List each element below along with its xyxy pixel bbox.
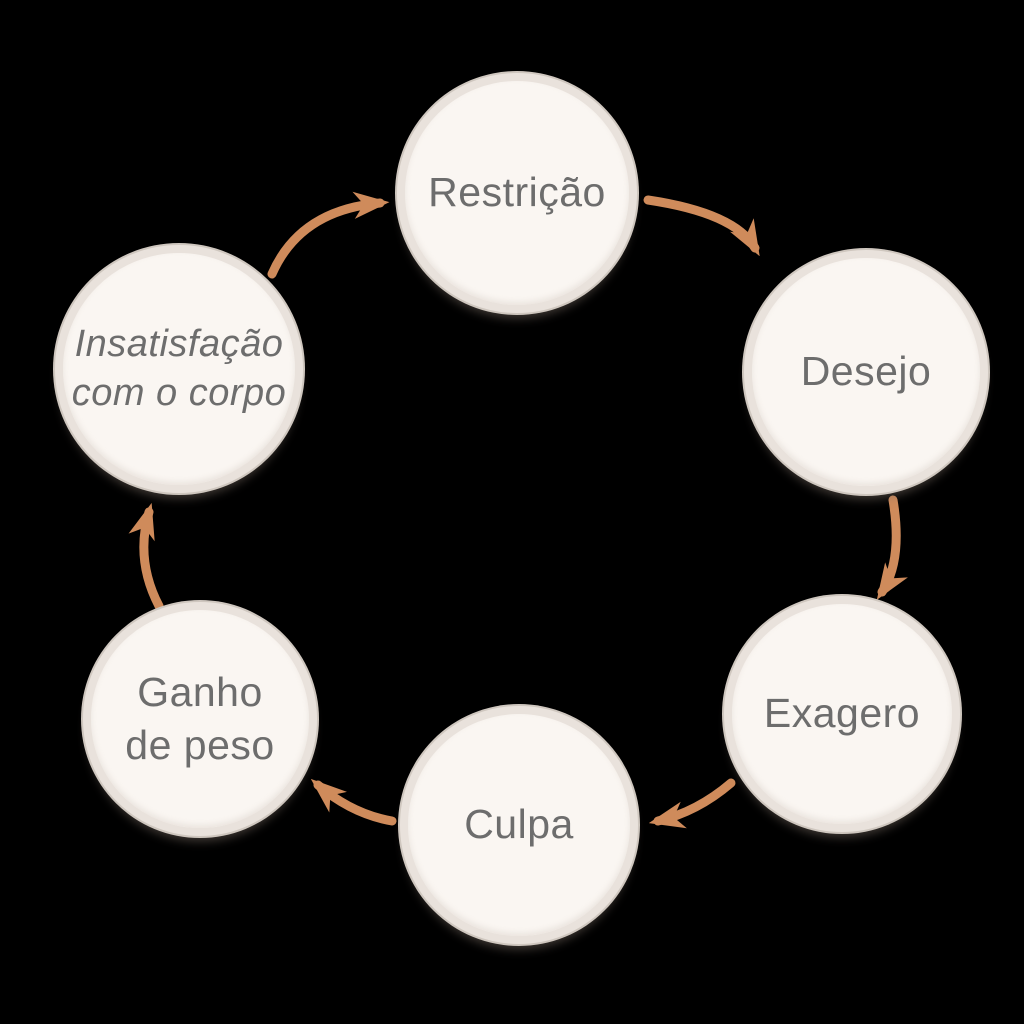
node-exagero-label: Exagero — [763, 690, 921, 737]
node-insatisfacao-label-line2: com o corpo — [71, 372, 287, 414]
node-restricao: Restrição — [397, 73, 637, 313]
node-culpa-label: Culpa — [464, 801, 574, 848]
node-ganho-de-peso-label-line1: Ganho — [137, 668, 263, 715]
arrow-culpa-to-ganho-de-peso — [310, 778, 397, 826]
node-insatisfacao-label-line1: Insatisfação — [74, 322, 284, 365]
node-restricao-label: Restrição — [428, 169, 606, 216]
node-ganho-de-peso: Ganho de peso — [83, 602, 317, 836]
node-desejo-label: Desejo — [800, 348, 932, 395]
arrow-ganho-de-peso-to-insatisfacao — [128, 502, 164, 611]
node-insatisfacao-com-o-corpo: Insatisfação com o corpo — [55, 245, 303, 493]
node-exagero: Exagero — [724, 596, 960, 832]
arrow-exagero-to-culpa — [648, 778, 736, 829]
node-desejo: Desejo — [744, 250, 988, 494]
node-culpa: Culpa — [400, 706, 638, 944]
arrow-insatisfacao-to-restricao — [267, 191, 390, 279]
node-ganho-de-peso-label-line2: de peso — [125, 722, 275, 768]
arrow-restricao-to-desejo — [643, 195, 760, 257]
arrow-desejo-to-exagero — [876, 495, 908, 600]
